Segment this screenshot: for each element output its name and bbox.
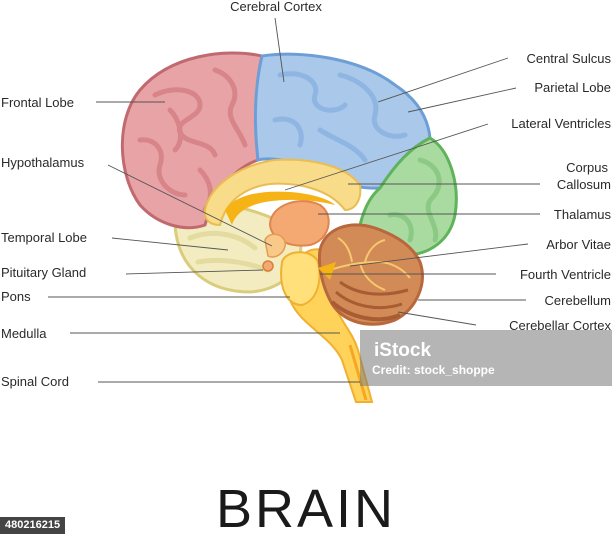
lateral-ventricle (225, 191, 335, 225)
label-arbor-vitae: Arbor Vitae (546, 237, 611, 252)
diagram-title: BRAIN (215, 479, 397, 539)
leader-lines (48, 17, 540, 383)
stock-id-badge: 480216215 (0, 517, 66, 534)
label-medulla: Medulla (1, 326, 47, 341)
label-pituitary-gland: Pituitary Gland (1, 265, 86, 280)
label-cerebellum: Cerebellum (545, 293, 611, 308)
label-fourth-ventricle: Fourth Ventricle (520, 267, 611, 282)
label-hypothalamus: Hypothalamus (1, 155, 85, 170)
label-pons: Pons (1, 289, 31, 304)
label-cerebral-cortex: Cerebral Cortex (230, 0, 322, 14)
label-temporal-lobe: Temporal Lobe (1, 230, 87, 245)
watermark-credit: Credit: stock_shoppe (372, 363, 495, 377)
corpus-callosum (203, 158, 362, 227)
fourth-ventricle (318, 262, 336, 280)
label-corpus: Corpus (566, 160, 608, 175)
label-parietal-lobe: Parietal Lobe (534, 80, 611, 95)
label-frontal-lobe: Frontal Lobe (1, 95, 74, 110)
parietal-gyri (272, 71, 408, 163)
label-cerebellar-cortex: Cerebellar Cortex (509, 318, 611, 333)
arbor-vitae (329, 237, 411, 291)
label-callosum: Callosum (557, 177, 611, 192)
watermark-banner: iStock Credit: stock_shoppe (360, 330, 612, 386)
watermark-logo: iStock (374, 340, 432, 361)
label-lateral-ventricles: Lateral Ventricles (511, 116, 611, 131)
hypothalamus (264, 233, 286, 258)
label-central-sulcus: Central Sulcus (526, 51, 611, 66)
pituitary-gland (262, 260, 274, 272)
label-thalamus: Thalamus (554, 207, 612, 222)
pons (280, 251, 321, 307)
label-spinal-cord: Spinal Cord (1, 374, 69, 389)
cerebellar-cortex (330, 280, 409, 322)
